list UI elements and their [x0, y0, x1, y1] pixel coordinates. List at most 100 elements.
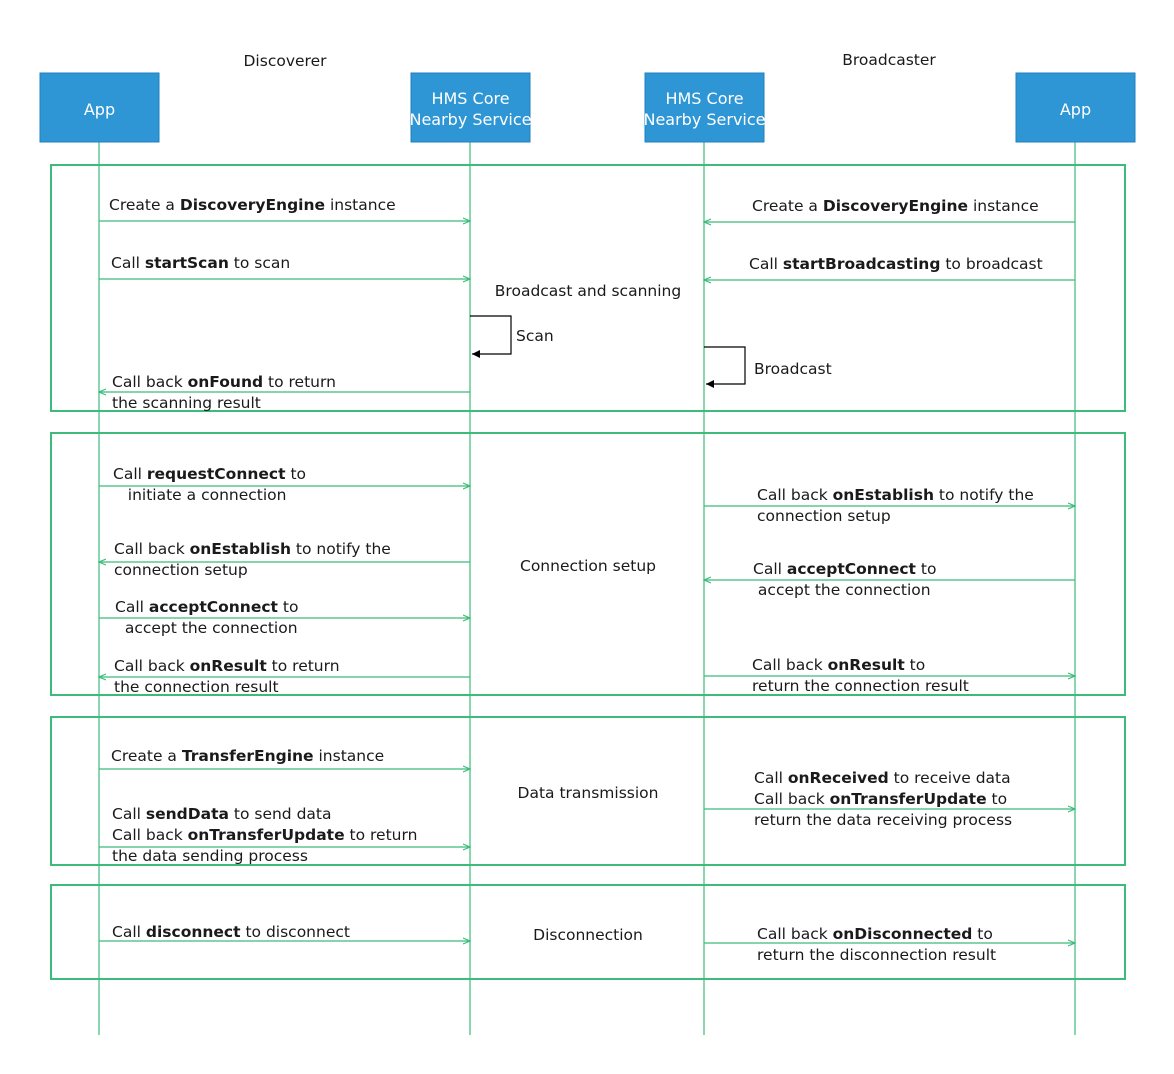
message-text: to return — [267, 657, 340, 675]
api-name: onReceived — [788, 769, 889, 787]
message-text: to — [916, 560, 937, 578]
message-text: to notify the — [934, 486, 1034, 504]
message-text: Call — [111, 254, 145, 272]
section-frames — [50, 164, 1126, 980]
message-text: to send data — [229, 805, 332, 823]
message-label-on-disconnected: Call back onDisconnected to return the di… — [757, 925, 996, 964]
message-text: Call back — [112, 373, 188, 391]
section-label-connection: Connection setup — [520, 557, 656, 575]
api-name: onTransferUpdate — [830, 790, 987, 808]
message-label-create-transfer-engine: Create a TransferEngine instance — [111, 747, 384, 765]
broadcast-label: Broadcast — [754, 360, 832, 378]
message-text: Create a — [111, 747, 182, 765]
message-text: Call back — [112, 826, 188, 844]
message-label-accept-connect-right: Call acceptConnect to accept the connect… — [753, 560, 936, 599]
api-name: DiscoveryEngine — [823, 197, 968, 215]
lifelines — [98, 142, 1076, 1035]
participant-app-left: App — [39, 72, 160, 143]
message-arrows — [99, 221, 1075, 943]
message-text: to return — [345, 826, 418, 844]
api-name: startBroadcasting — [783, 255, 941, 273]
participant-label-line1: HMS Core — [431, 89, 509, 108]
api-name: acceptConnect — [787, 560, 917, 578]
broadcaster-label: Broadcaster — [842, 51, 936, 69]
message-text: to — [987, 790, 1008, 808]
participant-label: App — [84, 100, 115, 119]
participant-label-line2: Nearby Service — [409, 110, 531, 129]
api-name: sendData — [146, 805, 229, 823]
message-label-accept-connect-left: Call acceptConnect to accept the connect… — [115, 598, 298, 637]
message-text: Create a — [752, 197, 823, 215]
participant-label-line2: Nearby Service — [643, 110, 765, 129]
message-label-disconnect: Call disconnect to disconnect — [112, 923, 350, 941]
section-label-data: Data transmission — [518, 784, 659, 802]
frame-connection — [50, 432, 1126, 696]
message-text: the data sending process — [112, 847, 308, 865]
message-text: to notify the — [291, 540, 391, 558]
scan-label: Scan — [516, 327, 554, 345]
message-text: connection setup — [114, 561, 248, 579]
api-name: onEstablish — [190, 540, 291, 558]
message-text: to return — [263, 373, 336, 391]
api-name: onFound — [188, 373, 263, 391]
participant-app-right: App — [1015, 72, 1136, 143]
api-name: onDisconnected — [833, 925, 973, 943]
message-text: to — [905, 656, 926, 674]
participant-hms-right: HMS Core Nearby Service — [643, 72, 766, 143]
message-text: accept the connection — [115, 619, 298, 637]
api-name: onTransferUpdate — [188, 826, 345, 844]
api-name: onResult — [828, 656, 906, 674]
message-text: Call back — [754, 790, 830, 808]
message-label-start-scan: Call startScan to scan — [111, 254, 290, 272]
message-text: Create a — [109, 196, 180, 214]
message-label-on-establish-right: Call back onEstablish to notify the conne… — [757, 486, 1034, 525]
section-label-disconnection: Disconnection — [533, 926, 643, 944]
message-text: Call — [754, 769, 788, 787]
message-text: initiate a connection — [113, 486, 286, 504]
message-text: Call — [115, 598, 149, 616]
message-text: instance — [968, 197, 1039, 215]
message-text: to broadcast — [940, 255, 1042, 273]
message-text: to — [286, 465, 307, 483]
message-label-start-broadcasting: Call startBroadcasting to broadcast — [749, 255, 1043, 273]
message-label-create-discovery-engine-right: Create a DiscoveryEngine instance — [752, 197, 1039, 215]
section-label-broadcast: Broadcast and scanning — [495, 282, 681, 300]
api-name: onResult — [190, 657, 268, 675]
participant-label: App — [1060, 100, 1091, 119]
message-text: return the disconnection result — [757, 946, 996, 964]
api-name: TransferEngine — [182, 747, 314, 765]
message-labels: Create a DiscoveryEngine instance Call s… — [109, 196, 1043, 964]
message-text: the scanning result — [112, 394, 261, 412]
message-text: to receive data — [889, 769, 1011, 787]
self-message-scan: Scan — [470, 315, 554, 358]
participant-hms-left: HMS Core Nearby Service — [409, 72, 532, 143]
message-text: to — [972, 925, 993, 943]
message-text: to disconnect — [241, 923, 350, 941]
message-text: to — [278, 598, 299, 616]
message-text: Call back — [757, 486, 833, 504]
frame-data — [50, 716, 1126, 866]
message-text: Call — [112, 805, 146, 823]
message-text: Call — [753, 560, 787, 578]
message-text: connection setup — [757, 507, 891, 525]
message-label-create-discovery-engine: Create a DiscoveryEngine instance — [109, 196, 396, 214]
message-text: return the connection result — [752, 677, 969, 695]
message-text: return the data receiving process — [754, 811, 1012, 829]
api-name: disconnect — [146, 923, 241, 941]
message-text: Call — [749, 255, 783, 273]
api-name: onEstablish — [833, 486, 934, 504]
discoverer-label: Discoverer — [244, 52, 328, 70]
frame-disconnection — [50, 884, 1126, 980]
message-label-request-connect: Call requestConnect to initiate a connec… — [113, 465, 306, 504]
message-text: Call back — [757, 925, 833, 943]
message-text: Call — [113, 465, 147, 483]
message-text: instance — [325, 196, 396, 214]
api-name: requestConnect — [147, 465, 286, 483]
